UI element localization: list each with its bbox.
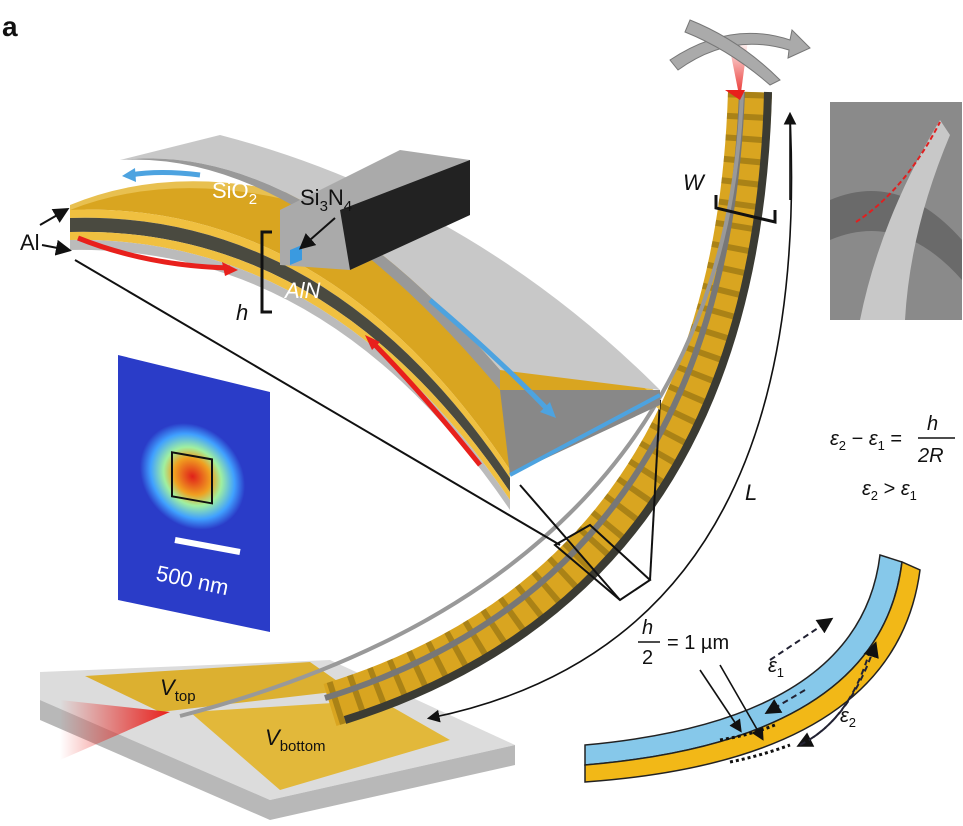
label-aln: AlN (283, 278, 321, 303)
bottom-electrode (190, 700, 450, 790)
label-si3n4: Si3N4 (300, 185, 352, 215)
label-l: L (745, 480, 757, 505)
red-arrow (77, 235, 231, 271)
label-h: h (236, 300, 248, 325)
equation-denominator: 2R (917, 445, 944, 467)
blue-arrow (129, 170, 201, 178)
label-sio2: SiO2 (212, 178, 257, 208)
label-v-top: Vtop (160, 675, 196, 705)
strain-equation: ε2 − ε1 = (830, 428, 902, 453)
panel-label: a (2, 11, 18, 42)
bilayer-diagram (584, 554, 921, 783)
thickness-bracket (260, 230, 272, 314)
rotation-arrows-icon (669, 19, 811, 86)
cross-section-slab (70, 135, 661, 510)
half-thickness-value: = 1 µm (667, 632, 729, 654)
label-w: W (683, 170, 706, 195)
strain-inequality: ε2 > ε1 (862, 478, 917, 503)
optical-mode-image (118, 355, 270, 632)
scale-bar (174, 537, 241, 555)
laser-input (60, 700, 170, 760)
cantilever (179, 91, 772, 727)
label-eps2: ε2 (840, 705, 856, 730)
half-thickness-denominator: 2 (642, 647, 653, 669)
equation-numerator: h (927, 413, 938, 435)
length-arrow (426, 114, 793, 723)
label-v-bottom: Vbottom (265, 725, 326, 755)
width-bracket (714, 195, 777, 224)
zoom-lines (74, 259, 661, 602)
label-al: Al (20, 230, 40, 255)
top-electrode (85, 662, 350, 712)
label-eps1: ε1 (768, 655, 784, 680)
sio2-ridge (120, 135, 660, 390)
half-thickness-numerator: h (642, 617, 653, 639)
sem-inset (830, 102, 962, 320)
